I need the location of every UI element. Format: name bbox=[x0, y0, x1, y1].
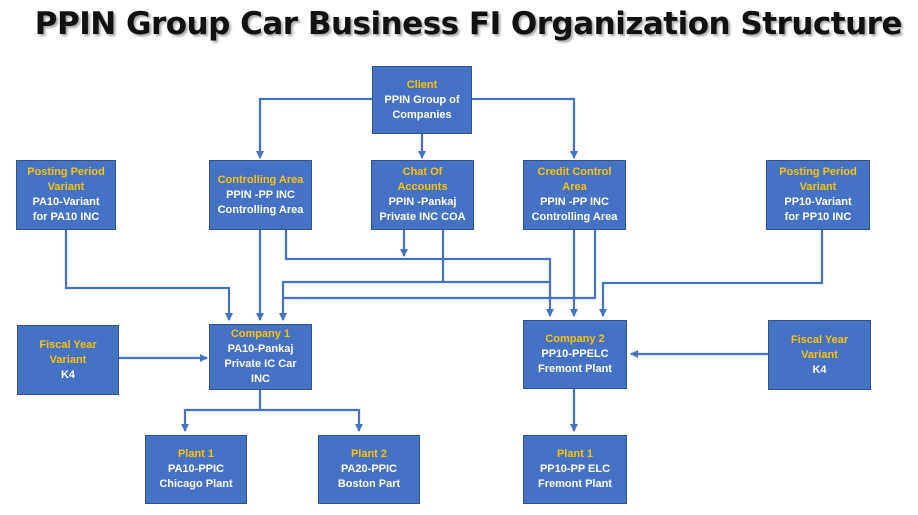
credit-control-area-line-2: Controlling Area bbox=[531, 211, 618, 223]
fiscal-year-variant-left-heading: Fiscal Year Variant bbox=[39, 338, 97, 366]
controlling-area-box: Controlling Area PPIN -PP INC Controllin… bbox=[209, 160, 312, 230]
fiscal-year-variant-right-box: Fiscal Year Variant K4 bbox=[768, 320, 871, 390]
client-line-1: PPIN Group of bbox=[384, 93, 460, 106]
plant-1-left-box: Plant 1 PA10-PPIC Chicago Plant bbox=[145, 435, 247, 504]
credit-control-area-heading: Credit Control Area bbox=[537, 166, 612, 193]
company-1-box: Company 1 PA10-Pankaj Private IC Car INC bbox=[209, 324, 312, 390]
connector-controlling-company2 bbox=[284, 230, 554, 317]
connector-company1-plant2 bbox=[260, 408, 363, 432]
connector-company1-branch bbox=[181, 390, 262, 432]
fiscal-year-variant-right-heading: Fiscal Year Variant bbox=[790, 333, 849, 361]
posting-period-variant-right-box: Posting Period Variant PP10-Variant for … bbox=[766, 160, 870, 230]
company-1-line-1: PA10-Pankaj bbox=[227, 343, 294, 355]
posting-period-variant-left-line-1: PA10-Variant bbox=[32, 196, 100, 208]
chart-of-accounts-line-1: PPIN -Pankaj bbox=[388, 196, 457, 208]
plant-1-right-heading: Plant 1 bbox=[556, 448, 594, 460]
connector-ppv-left bbox=[64, 230, 233, 321]
chart-of-accounts-heading: Chat Of Accounts bbox=[397, 166, 448, 193]
connector-credit-company2-b bbox=[283, 230, 597, 300]
company-1-line-2: Private IC Car bbox=[224, 358, 297, 370]
credit-control-area-box: Credit Control Area PPIN -PP INC Control… bbox=[523, 160, 626, 230]
client-box: Client PPIN Group of Companies bbox=[372, 66, 472, 134]
plant-2-box: Plant 2 PA20-PPIC Boston Part bbox=[318, 435, 420, 504]
connector-ppv-right bbox=[599, 230, 824, 317]
chart-of-accounts-line-2: Private INC COA bbox=[379, 211, 466, 223]
company-2-box: Company 2 PP10-PPELC Fremont Plant bbox=[523, 320, 627, 389]
chart-of-accounts-box: Chat Of Accounts PPIN -Pankaj Private IN… bbox=[371, 160, 474, 230]
posting-period-variant-right-heading: Posting Period Variant bbox=[779, 166, 857, 193]
diagram-title: PPIN Group Car Business FI Organization … bbox=[34, 6, 903, 42]
fiscal-year-variant-left-box: Fiscal Year Variant K4 bbox=[17, 325, 119, 395]
client-heading: Client bbox=[406, 78, 438, 91]
company-2-heading: Company 2 bbox=[545, 333, 605, 345]
plant-1-left-line-1: PA10-PPIC bbox=[167, 463, 225, 475]
connector-client-controlling bbox=[256, 97, 372, 159]
plant-1-left-heading: Plant 1 bbox=[177, 448, 215, 460]
posting-period-variant-right-line-2: for PP10 INC bbox=[784, 211, 852, 223]
fiscal-year-variant-right-line-1: K4 bbox=[812, 363, 827, 376]
plant-2-line-1: PA20-PPIC bbox=[340, 463, 398, 475]
controlling-area-line-2: Controlling Area bbox=[217, 203, 304, 216]
plant-2-heading: Plant 2 bbox=[350, 448, 388, 460]
credit-control-area-line-1: PPIN -PP INC bbox=[540, 196, 609, 208]
posting-period-variant-left-box: Posting Period Variant PA10-Variant for … bbox=[16, 160, 116, 230]
connector-client-credit bbox=[471, 97, 578, 159]
posting-period-variant-left-line-2: for PA10 INC bbox=[32, 211, 100, 223]
client-line-2: Companies bbox=[392, 108, 452, 121]
controlling-area-line-1: PPIN -PP INC bbox=[226, 188, 295, 201]
company-1-line-3: INC bbox=[251, 373, 270, 385]
plant-1-right-line-2: Fremont Plant bbox=[538, 478, 612, 490]
plant-1-left-line-2: Chicago Plant bbox=[159, 478, 233, 490]
posting-period-variant-right-line-1: PP10-Variant bbox=[784, 196, 852, 208]
fiscal-year-variant-left-line-1: K4 bbox=[60, 368, 76, 381]
company-2-line-1: PP10-PPELC bbox=[541, 348, 609, 360]
plant-1-right-box: Plant 1 PP10-PP ELC Fremont Plant bbox=[523, 435, 627, 504]
company-1-heading: Company 1 bbox=[230, 328, 291, 340]
posting-period-variant-left-heading: Posting Period Variant bbox=[27, 166, 105, 193]
controlling-area-heading: Controlling Area bbox=[217, 173, 304, 186]
plant-2-line-2: Boston Part bbox=[337, 478, 401, 490]
company-2-line-2: Fremont Plant bbox=[538, 363, 612, 375]
connector-coa-companies bbox=[279, 230, 445, 321]
plant-1-right-line-1: PP10-PP ELC bbox=[539, 463, 611, 475]
